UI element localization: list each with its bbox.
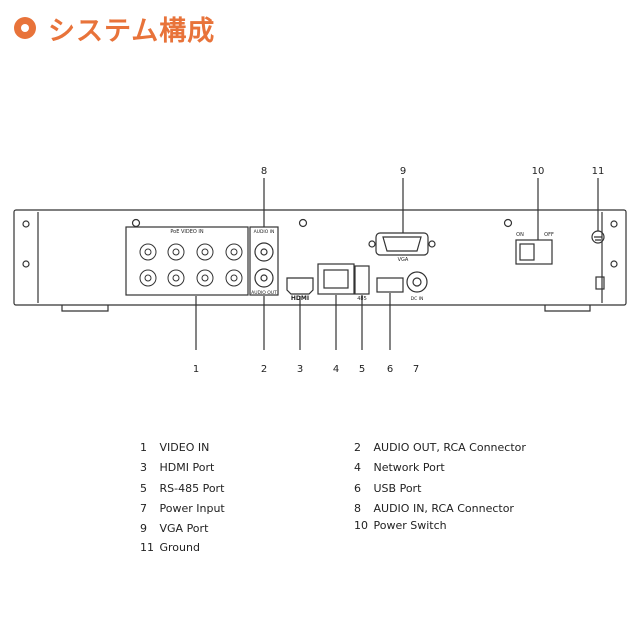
title-text: システム構成 xyxy=(48,15,216,47)
screw-hole xyxy=(610,260,618,268)
screw-hole xyxy=(22,220,30,228)
label-hdmi: HDMI xyxy=(291,295,309,302)
legend-item: 2 AUDIO OUT, RCA Connector xyxy=(354,441,526,454)
callout-5: 5 xyxy=(359,364,365,375)
bullet-circle-icon xyxy=(14,17,36,39)
callout-1: 1 xyxy=(193,364,199,375)
power-switch xyxy=(515,239,553,265)
legend-item: 3 HDMI Port xyxy=(140,461,215,474)
screw-icon xyxy=(131,218,141,228)
label-on: ON xyxy=(516,232,524,238)
network-port xyxy=(317,263,355,295)
callout-10: 10 xyxy=(532,166,545,177)
callout-8: 8 xyxy=(261,166,267,177)
callout-9: 9 xyxy=(400,166,406,177)
label-vga: VGA xyxy=(398,257,409,263)
label-audio-in: AUDIO IN xyxy=(254,229,275,235)
dc-in-port xyxy=(406,271,428,293)
legend-item: 4 Network Port xyxy=(354,461,445,474)
legend-item: 6 USB Port xyxy=(354,482,422,495)
legend-item: 8 AUDIO IN, RCA Connector xyxy=(354,502,514,515)
left-foot xyxy=(61,305,109,312)
page-title: システム構成 xyxy=(14,8,215,48)
hdmi-port xyxy=(286,277,314,295)
vga-port xyxy=(375,232,429,256)
usb-port xyxy=(376,277,404,293)
label-audio-out: AUDIO OUT xyxy=(251,290,277,296)
legend-item: 9 VGA Port xyxy=(140,522,209,535)
callout-4: 4 xyxy=(333,364,339,375)
legend-item: 10 Power Switch xyxy=(354,519,447,532)
bnc-connectors xyxy=(139,243,243,287)
label-dc-in: DC IN xyxy=(411,296,424,302)
callout-11: 11 xyxy=(592,166,605,177)
label-off: OFF xyxy=(544,232,554,238)
chassis-outline xyxy=(13,209,627,306)
legend-item: 1 VIDEO IN xyxy=(140,441,210,454)
callout-7: 7 xyxy=(413,364,419,375)
label-poe-video-in: PoE VIDEO IN xyxy=(170,229,204,235)
screw-icon xyxy=(503,218,513,228)
rs485-port xyxy=(354,265,370,295)
callout-2: 2 xyxy=(261,364,267,375)
callout-3: 3 xyxy=(297,364,303,375)
legend: 1 VIDEO IN 2 AUDIO OUT, RCA Connector 3 … xyxy=(0,438,640,568)
legend-item: 7 Power Input xyxy=(140,502,225,515)
poe-video-block xyxy=(125,226,249,296)
legend-item: 11 Ground xyxy=(140,541,200,554)
screw-icon xyxy=(298,218,308,228)
screw-hole xyxy=(22,260,30,268)
screw-hole xyxy=(610,220,618,228)
dvr-rear-panel-diagram: PoE VIDEO IN AUDIO IN AUDIO OUT HDMI VGA… xyxy=(13,166,627,375)
audio-in-rca xyxy=(254,242,274,262)
audio-out-rca xyxy=(254,268,274,288)
label-rs485: 485 xyxy=(357,296,367,302)
callout-6: 6 xyxy=(387,364,393,375)
legend-item: 5 RS-485 Port xyxy=(140,482,225,495)
right-foot xyxy=(544,305,591,312)
